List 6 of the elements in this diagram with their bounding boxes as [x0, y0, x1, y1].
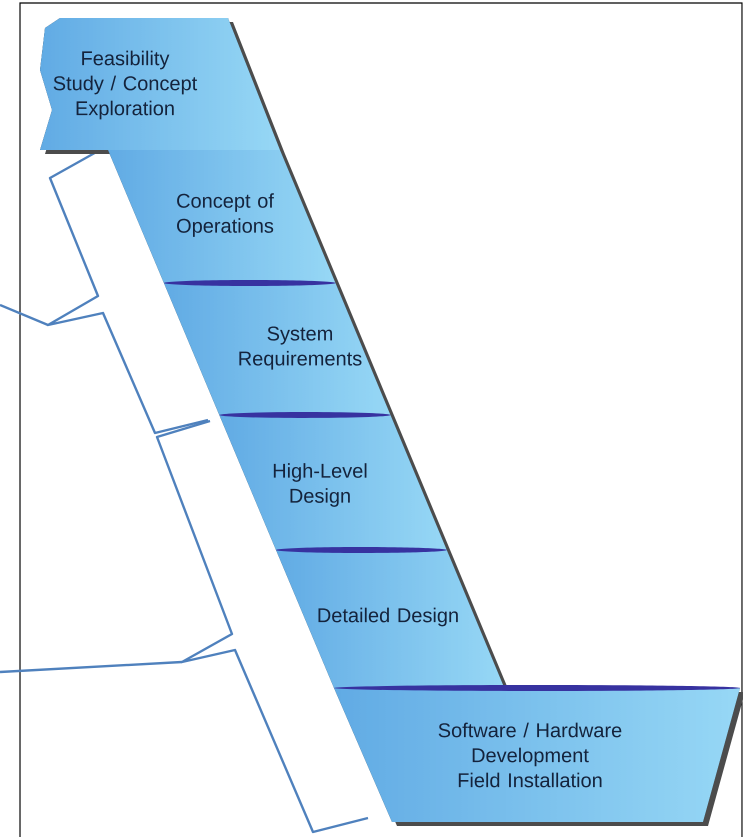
stage-segment: Software / Hardware Development Field Installation [334, 685, 743, 826]
stage-segment: Feasibility Study / Concept Exploration [40, 18, 285, 154]
stage-segment: Detailed Design [276, 547, 510, 692]
stage-segment: System Requirements [164, 280, 396, 419]
stage-segment: Concept of Operations [108, 150, 340, 287]
stage-segment: High-Level Design [219, 412, 452, 554]
